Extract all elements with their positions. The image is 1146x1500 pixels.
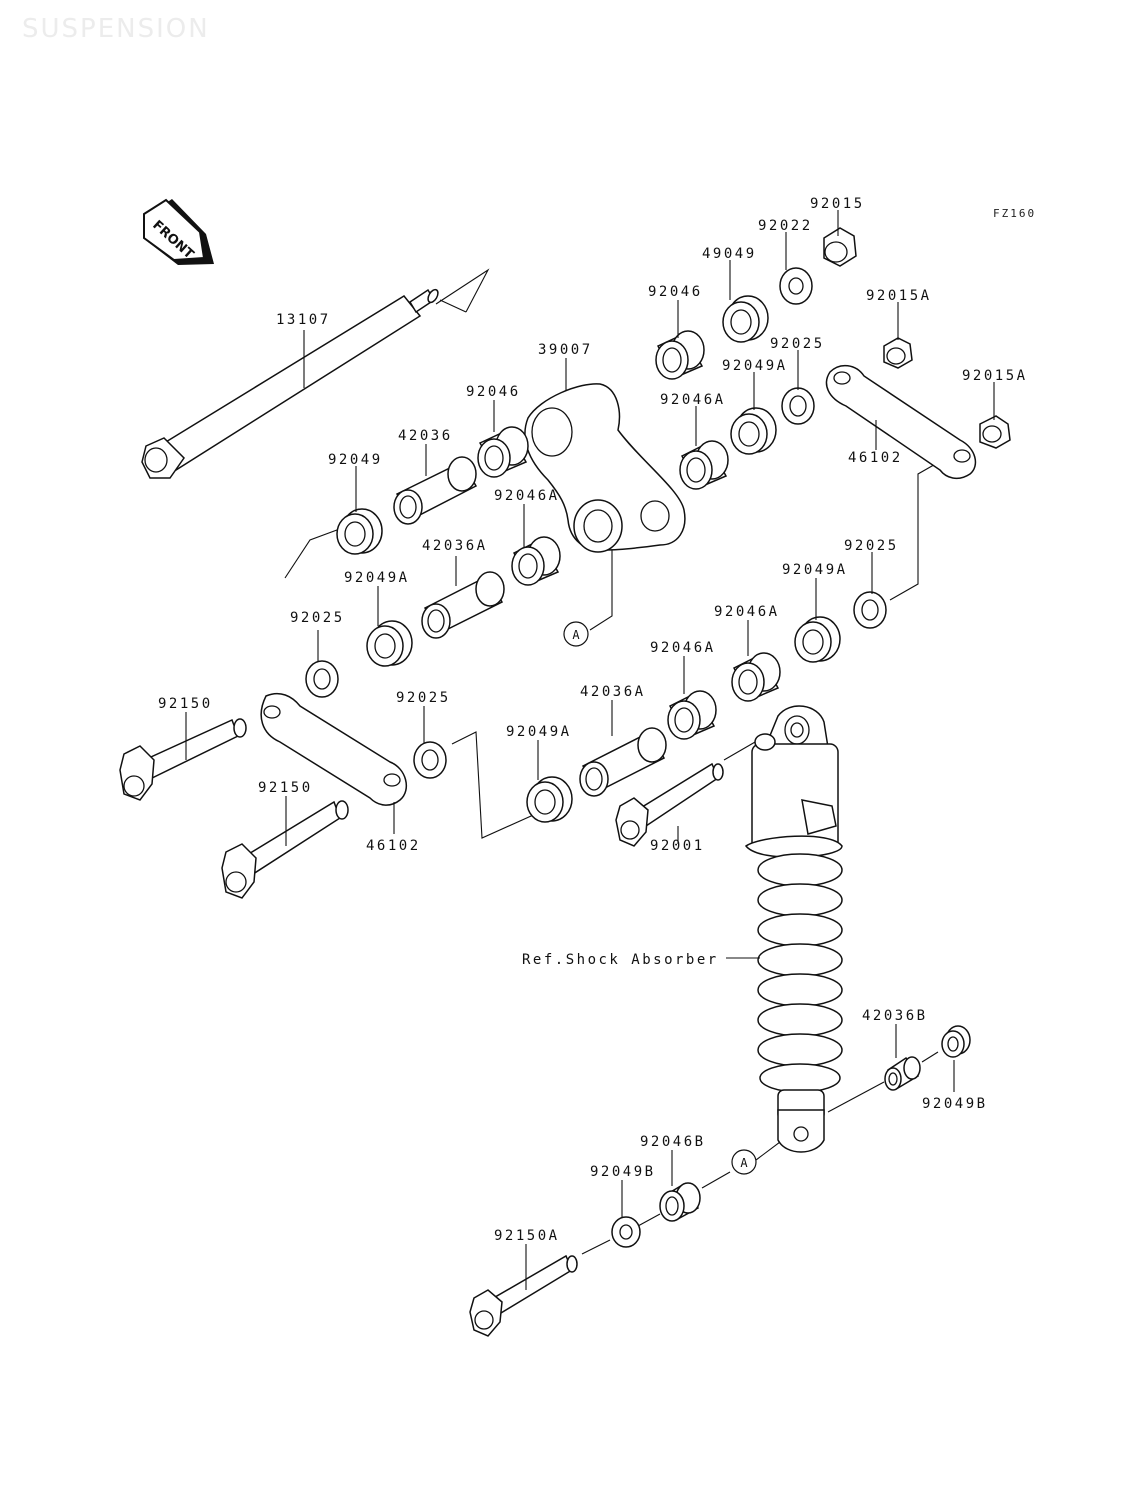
bolt-92150-lower <box>221 800 349 899</box>
label-92025-right: 92025 <box>844 538 899 554</box>
label-92150-lower: 92150 <box>258 780 313 796</box>
collar-92049A-right <box>794 616 841 663</box>
label-92001: 92001 <box>650 838 705 854</box>
label-92046A-top: 92046A <box>660 392 726 408</box>
label-ref-shock: Ref.Shock Absorber <box>522 952 719 968</box>
callout-a-upper: A <box>563 550 613 647</box>
label-92150A: 92150A <box>494 1228 560 1244</box>
tie-rod-46102-right <box>825 364 977 480</box>
watermark-title: SUSPENSION <box>22 14 210 44</box>
sleeve-42036A-mid <box>421 571 505 639</box>
callout-a-lower: A <box>731 1149 757 1175</box>
bearing-92046B <box>659 1182 701 1222</box>
label-92049B-right: 92049B <box>922 1096 988 1112</box>
bearing-92046A-lowright <box>731 652 781 702</box>
label-49049: 49049 <box>702 246 757 262</box>
nut-92015A-top <box>883 337 913 369</box>
label-42036A-low: 42036A <box>580 684 646 700</box>
bearing-92046A-mid <box>511 536 561 586</box>
label-46102-left: 46102 <box>366 838 421 854</box>
bearing-92046A-top <box>679 440 729 490</box>
front-arrow-icon: FRONT <box>143 198 214 265</box>
label-92025-left: 92025 <box>290 610 345 626</box>
callout-a-lower-label: A <box>740 1156 748 1170</box>
part-labels: 13107 39007 92046 92046 42036 92049 9204… <box>158 196 1028 1244</box>
label-92049-left: 92049 <box>328 452 383 468</box>
label-92049A-left: 92049A <box>344 570 410 586</box>
label-92049B-left: 92049B <box>590 1164 656 1180</box>
label-92049A-right: 92049A <box>782 562 848 578</box>
collar-92049A-top <box>730 407 777 455</box>
bolt-92150A <box>469 1254 578 1337</box>
collar-92049A-left <box>366 620 413 667</box>
label-92046A-mid: 92046A <box>494 488 560 504</box>
label-42036B: 42036B <box>862 1008 928 1024</box>
label-92046B: 92046B <box>640 1134 706 1150</box>
sleeve-42036A-low <box>579 727 667 797</box>
sleeve-42036B <box>884 1056 921 1091</box>
washer-92049B-left <box>611 1216 641 1248</box>
label-92049A-top: 92049A <box>722 358 788 374</box>
collar-92049-left <box>336 508 383 555</box>
washer-92025-left <box>305 660 339 698</box>
tie-rod-46102-left <box>260 692 408 806</box>
washer-92025-low <box>413 741 447 779</box>
label-42036: 42036 <box>398 428 453 444</box>
bolt-92150-upper <box>119 718 247 801</box>
figure-code: FZ160 <box>993 207 1037 220</box>
collar-49049 <box>722 295 769 343</box>
label-leaders <box>185 210 995 1290</box>
label-92025-low: 92025 <box>396 690 451 706</box>
label-42036A-mid: 42036A <box>422 538 488 554</box>
washer-92025-right <box>853 591 887 629</box>
label-92015: 92015 <box>810 196 865 212</box>
sleeve-42036 <box>393 456 478 525</box>
shock-spring <box>757 853 843 1093</box>
bolt-92001 <box>615 762 724 847</box>
label-92015A-right: 92015A <box>962 368 1028 384</box>
callout-a-upper-label: A <box>572 628 580 642</box>
label-46102-right: 46102 <box>848 450 903 466</box>
label-13107: 13107 <box>276 312 331 328</box>
label-92150-upper: 92150 <box>158 696 213 712</box>
label-39007: 39007 <box>538 342 593 358</box>
label-92046A-low: 92046A <box>650 640 716 656</box>
collar-92049B-right <box>941 1025 971 1058</box>
shock-absorber <box>744 705 843 1153</box>
bearing-92046-upper <box>477 426 529 478</box>
label-92046A-lowright: 92046A <box>714 604 780 620</box>
label-92049A-low: 92049A <box>506 724 572 740</box>
label-92046-top: 92046 <box>648 284 703 300</box>
bearing-92046-top <box>655 330 705 380</box>
shaft-13107 <box>141 288 439 479</box>
washer-92025-top <box>781 387 815 425</box>
label-92025-top: 92025 <box>770 336 825 352</box>
collar-92049A-low <box>526 776 573 823</box>
nut-92015A-right <box>979 415 1011 449</box>
label-92015A-top: 92015A <box>866 288 932 304</box>
rocker-arm-39007 <box>524 383 686 553</box>
washer-92022 <box>779 267 813 305</box>
label-92022: 92022 <box>758 218 813 234</box>
nut-92015 <box>823 227 857 267</box>
bearing-92046A-low <box>667 690 717 740</box>
label-92046-upper: 92046 <box>466 384 521 400</box>
